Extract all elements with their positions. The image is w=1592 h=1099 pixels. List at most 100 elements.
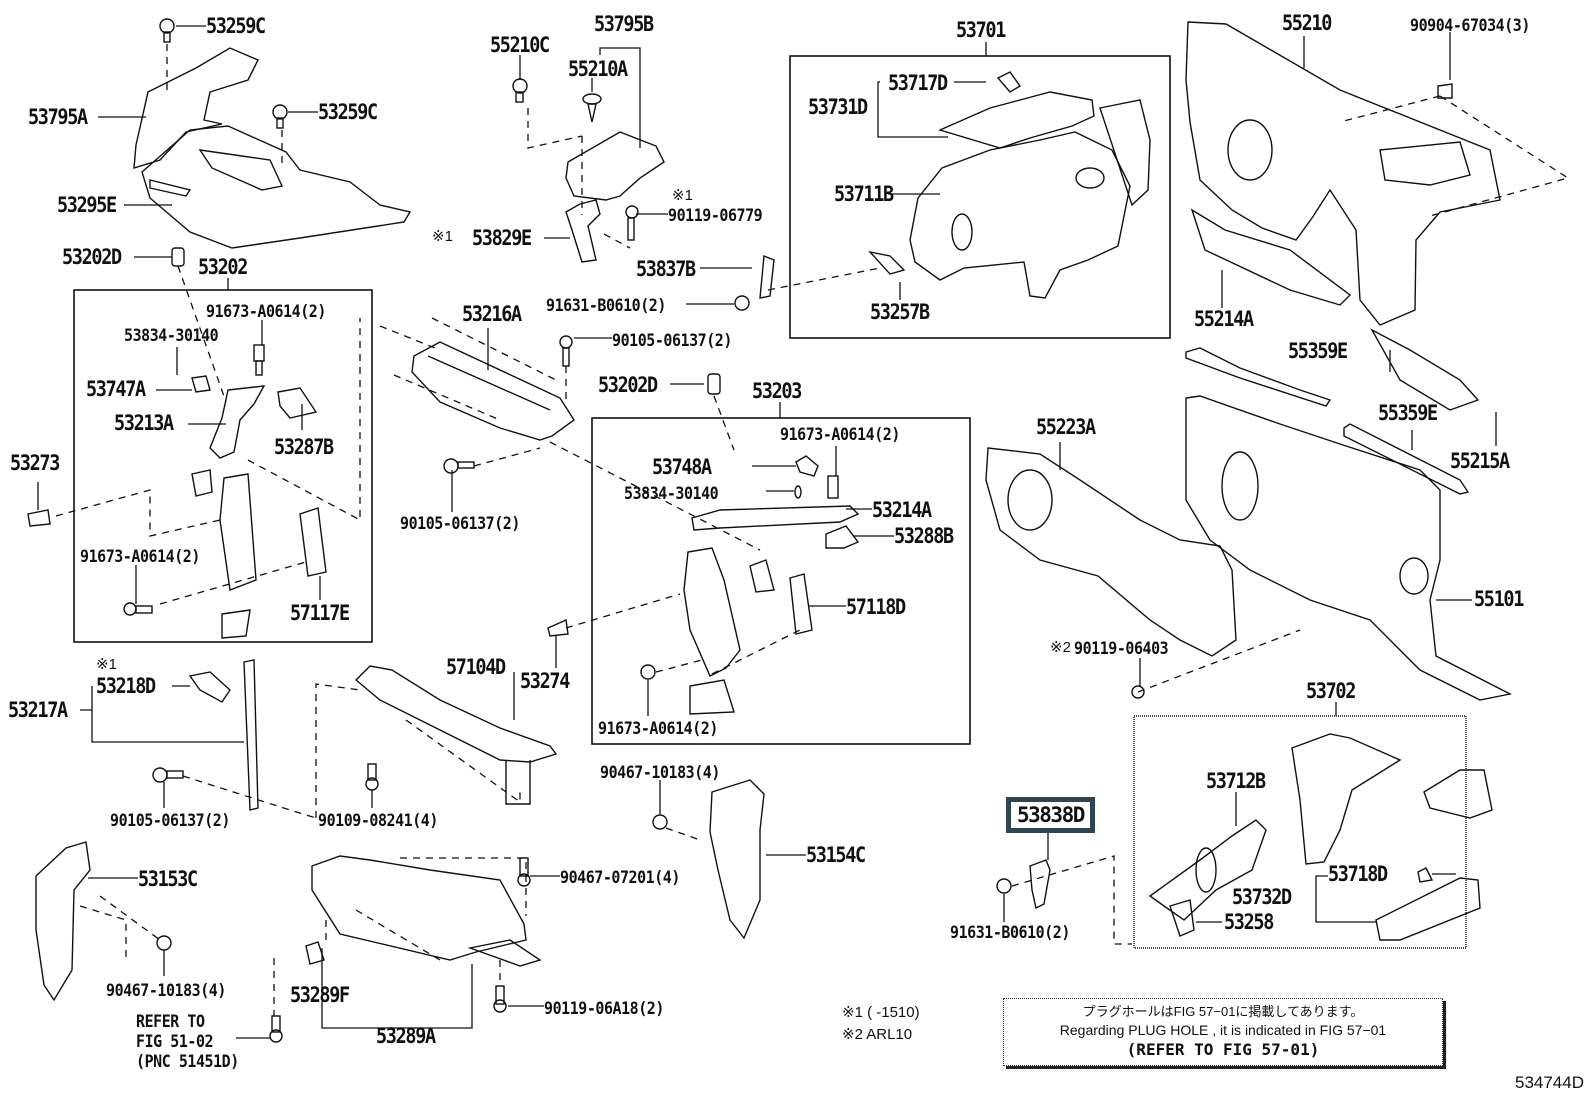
part-label-91673-A0614[interactable]: 91673-A0614(2) [780, 425, 900, 445]
part-label-53214A[interactable]: 53214A [872, 498, 932, 522]
highlighted-part-label-53838D[interactable]: 53838D [1006, 797, 1095, 833]
part-label-90119-06A18[interactable]: 90119-06A18(2) [544, 999, 664, 1019]
part-label-53202D[interactable]: 53202D [598, 373, 658, 397]
info-box-english: Regarding PLUG HOLE , it is indicated in… [1059, 1022, 1387, 1038]
part-label-53718D[interactable]: 53718D [1328, 862, 1388, 886]
part-label-53202D[interactable]: 53202D [62, 245, 122, 269]
group-box-53203 [591, 417, 971, 745]
part-label-53259C[interactable]: 53259C [318, 100, 378, 124]
dash-53837B [767, 267, 881, 291]
part-shape-53217A-support [152, 659, 259, 811]
part-label-55214A[interactable]: 55214A [1194, 307, 1254, 331]
leader-53289A [321, 948, 473, 1029]
figure-id: 534744D [1514, 1073, 1584, 1092]
part-label-53711B[interactable]: 53711B [834, 182, 894, 206]
plug-hole-info-box: プラグホールはFIG 57−01に掲載してあります。 Regarding PLU… [1003, 998, 1443, 1066]
group-label-53701[interactable]: 53701 [956, 18, 1006, 42]
part-label-53829E[interactable]: 53829E [472, 226, 532, 250]
part-label-53289A[interactable]: 53289A [376, 1024, 436, 1048]
dash-53289A [273, 857, 527, 1016]
footnote-2: ※2 ARL10 [842, 1026, 913, 1043]
part-label-91673-A0614[interactable]: 91673-A0614(2) [598, 719, 718, 739]
part-label-53288B[interactable]: 53288B [894, 524, 954, 548]
part-shape-53837B [734, 255, 775, 311]
part-label-55215A[interactable]: 55215A [1450, 449, 1510, 473]
part-shape-53216A-support [411, 341, 575, 441]
part-label-57104D[interactable]: 57104D [446, 655, 506, 679]
footnote-mark-1: ※1 [432, 228, 453, 245]
part-label-91673-A0614[interactable]: 91673-A0614(2) [80, 547, 200, 567]
group-box-53702 [1133, 715, 1467, 949]
part-label-90119-06779[interactable]: 90119-06779 [668, 206, 763, 226]
part-label-55210[interactable]: 55210 [1282, 11, 1332, 35]
part-label-53287B[interactable]: 53287B [274, 435, 334, 459]
part-label-53213A[interactable]: 53213A [114, 411, 174, 435]
part-label-53153C[interactable]: 53153C [138, 867, 198, 891]
part-label-53712B[interactable]: 53712B [1206, 769, 1266, 793]
part-label-53217A[interactable]: 53217A [8, 698, 68, 722]
part-label-53218D[interactable]: 53218D [96, 674, 156, 698]
part-label-55210A[interactable]: 55210A [568, 57, 628, 81]
part-label-90109-08241[interactable]: 90109-08241(4) [318, 811, 438, 831]
part-label-53274[interactable]: 53274 [520, 669, 570, 693]
part-shape-53711B-apron [868, 71, 1151, 299]
footnote-mark-2: ※2 [1050, 639, 1071, 656]
part-label-55210C[interactable]: 55210C [490, 33, 550, 57]
group-label-53202[interactable]: 53202 [198, 255, 248, 279]
part-label-55359E[interactable]: 55359E [1288, 339, 1348, 363]
refer-note-line2[interactable]: FIG 51-02 [136, 1032, 214, 1052]
part-label-90105-06137[interactable]: 90105-06137(2) [612, 331, 732, 351]
part-label-53837B[interactable]: 53837B [636, 257, 696, 281]
dash-90119-06779 [603, 233, 631, 249]
part-label-53295E[interactable]: 53295E [57, 193, 117, 217]
part-label-90467-10183[interactable]: 90467-10183(4) [600, 763, 720, 783]
part-label-53154C[interactable]: 53154C [806, 843, 866, 867]
part-label-91631-B0610[interactable]: 91631-B0610(2) [546, 296, 666, 316]
part-label-53289F[interactable]: 53289F [290, 983, 350, 1007]
part-label-53795A[interactable]: 53795A [28, 105, 88, 129]
part-shape-57104D-support [354, 665, 558, 805]
part-label-53731D[interactable]: 53731D [808, 95, 868, 119]
group-label-53203[interactable]: 53203 [752, 379, 802, 403]
part-label-53257B[interactable]: 53257B [870, 300, 930, 324]
part-label-57118D[interactable]: 57118D [846, 595, 906, 619]
part-label-53834-30140[interactable]: 53834-30140 [624, 484, 719, 504]
part-shape-55101-dash-panel [1185, 347, 1513, 701]
part-label-53747A[interactable]: 53747A [86, 377, 146, 401]
part-label-53834-30140[interactable]: 53834-30140 [124, 326, 219, 346]
dash-90467-10183-a [665, 827, 701, 841]
part-label-53259C[interactable]: 53259C [206, 14, 266, 38]
part-label-57117E[interactable]: 57117E [290, 601, 350, 625]
part-shape-53153C-cover [35, 841, 172, 1002]
part-label-55359E[interactable]: 55359E [1378, 401, 1438, 425]
part-label-90119-06403[interactable]: 90119-06403 [1074, 639, 1169, 659]
part-label-90105-06137[interactable]: 90105-06137(2) [110, 811, 230, 831]
part-label-55223A[interactable]: 55223A [1036, 415, 1096, 439]
leader-53732D [1315, 875, 1376, 923]
part-shape-53202-group [27, 247, 327, 639]
part-label-55101[interactable]: 55101 [1474, 587, 1524, 611]
info-box-reference[interactable]: (REFER TO FIG 57-01) [1126, 1040, 1320, 1059]
footnote-1: ※1 ( -1510) [842, 1004, 920, 1021]
dash-53216A [379, 317, 761, 551]
part-label-53732D[interactable]: 53732D [1232, 885, 1292, 909]
part-label-53795B[interactable]: 53795B [594, 12, 654, 36]
label-leader-lines [37, 25, 1497, 1039]
part-label-91673-A0614[interactable]: 91673-A0614(2) [206, 302, 326, 322]
part-label-53258[interactable]: 53258 [1224, 910, 1274, 934]
group-label-53702[interactable]: 53702 [1306, 679, 1356, 703]
part-label-91631-B0610[interactable]: 91631-B0610(2) [950, 923, 1070, 943]
part-label-90105-06137[interactable]: 90105-06137(2) [400, 514, 520, 534]
part-label-90467-10183[interactable]: 90467-10183(4) [106, 981, 226, 1001]
part-label-53717D[interactable]: 53717D [888, 71, 948, 95]
part-label-53216A[interactable]: 53216A [462, 302, 522, 326]
part-label-53273[interactable]: 53273 [10, 451, 60, 475]
part-label-90467-07201[interactable]: 90467-07201(4) [560, 868, 680, 888]
footnote-mark-1: ※1 [672, 187, 693, 204]
dash-90105 [473, 366, 567, 467]
dash-53202D-a [177, 265, 227, 403]
part-label-90904-67034[interactable]: 90904-67034(3) [1410, 16, 1530, 36]
dash-90119-06403 [1137, 629, 1301, 693]
part-label-53748A[interactable]: 53748A [652, 455, 712, 479]
